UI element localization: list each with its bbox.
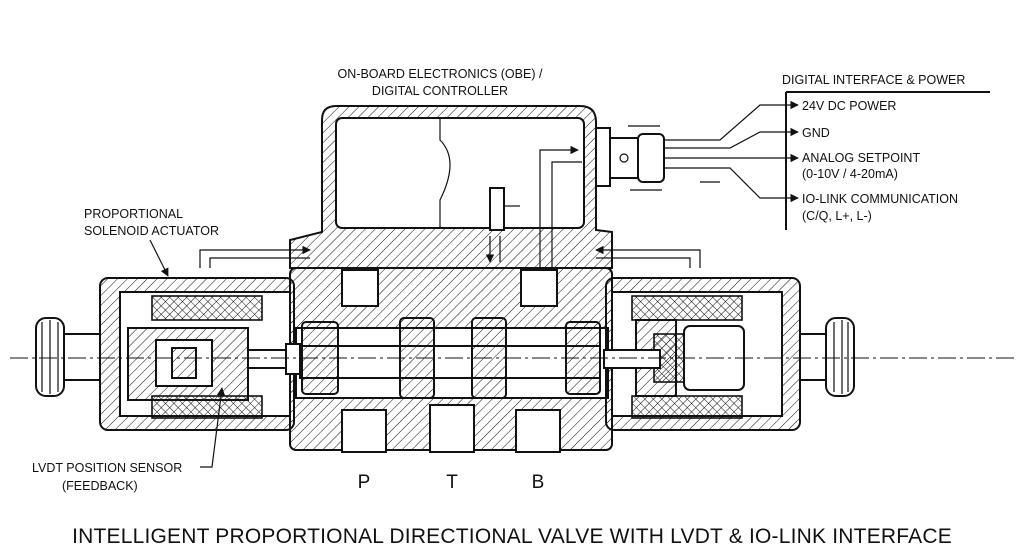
obe-label-line2: DIGITAL CONTROLLER [372,84,508,98]
left-coil-top [151,295,263,321]
solenoid-label-line1: PROPORTIONAL [84,207,183,221]
signal-wires [664,100,799,203]
lvdt-label-line2: (FEEDBACK) [62,479,138,493]
lvdt-label-line1: LVDT POSITION SENSOR [32,461,182,475]
lvdt-leader [200,387,226,468]
diagram-title: INTELLIGENT PROPORTIONAL DIRECTIONAL VAL… [72,525,952,548]
right-end-knob [799,317,855,397]
pilot-line-left [199,245,311,268]
obe-housing [289,105,613,269]
port-t-label: T [446,472,458,493]
port-b-chamber [515,409,561,453]
iolink-label-line2: (C/Q, L+, L-) [802,209,872,223]
connector-plug [595,125,665,191]
solenoid-leader [149,239,169,277]
left-end-knob [35,317,101,397]
right-solenoid [603,277,801,431]
power-label: 24V DC POWER [802,99,896,113]
port-b-label: B [532,472,545,493]
iolink-label-line1: IO-LINK COMMUNICATION [802,192,958,206]
right-coil-bottom [631,395,743,419]
port-p-label: P [358,472,371,493]
left-solenoid [99,277,301,431]
pilot-line-right [595,245,701,268]
gnd-label: GND [802,126,830,140]
interface-title: DIGITAL INTERFACE & POWER [782,73,965,87]
analog-label-line2: (0-10V / 4-20mA) [802,167,898,181]
port-p-chamber [341,409,387,453]
top-chamber-left [341,269,379,307]
port-t-chamber [429,404,475,453]
right-coil-top [631,295,743,321]
obe-label-line1: ON-BOARD ELECTRONICS (OBE) / [338,67,543,81]
analog-label-line1: ANALOG SETPOINT [802,151,920,165]
top-chamber-right [520,269,558,307]
solenoid-label-line2: SOLENOID ACTUATOR [84,224,219,238]
